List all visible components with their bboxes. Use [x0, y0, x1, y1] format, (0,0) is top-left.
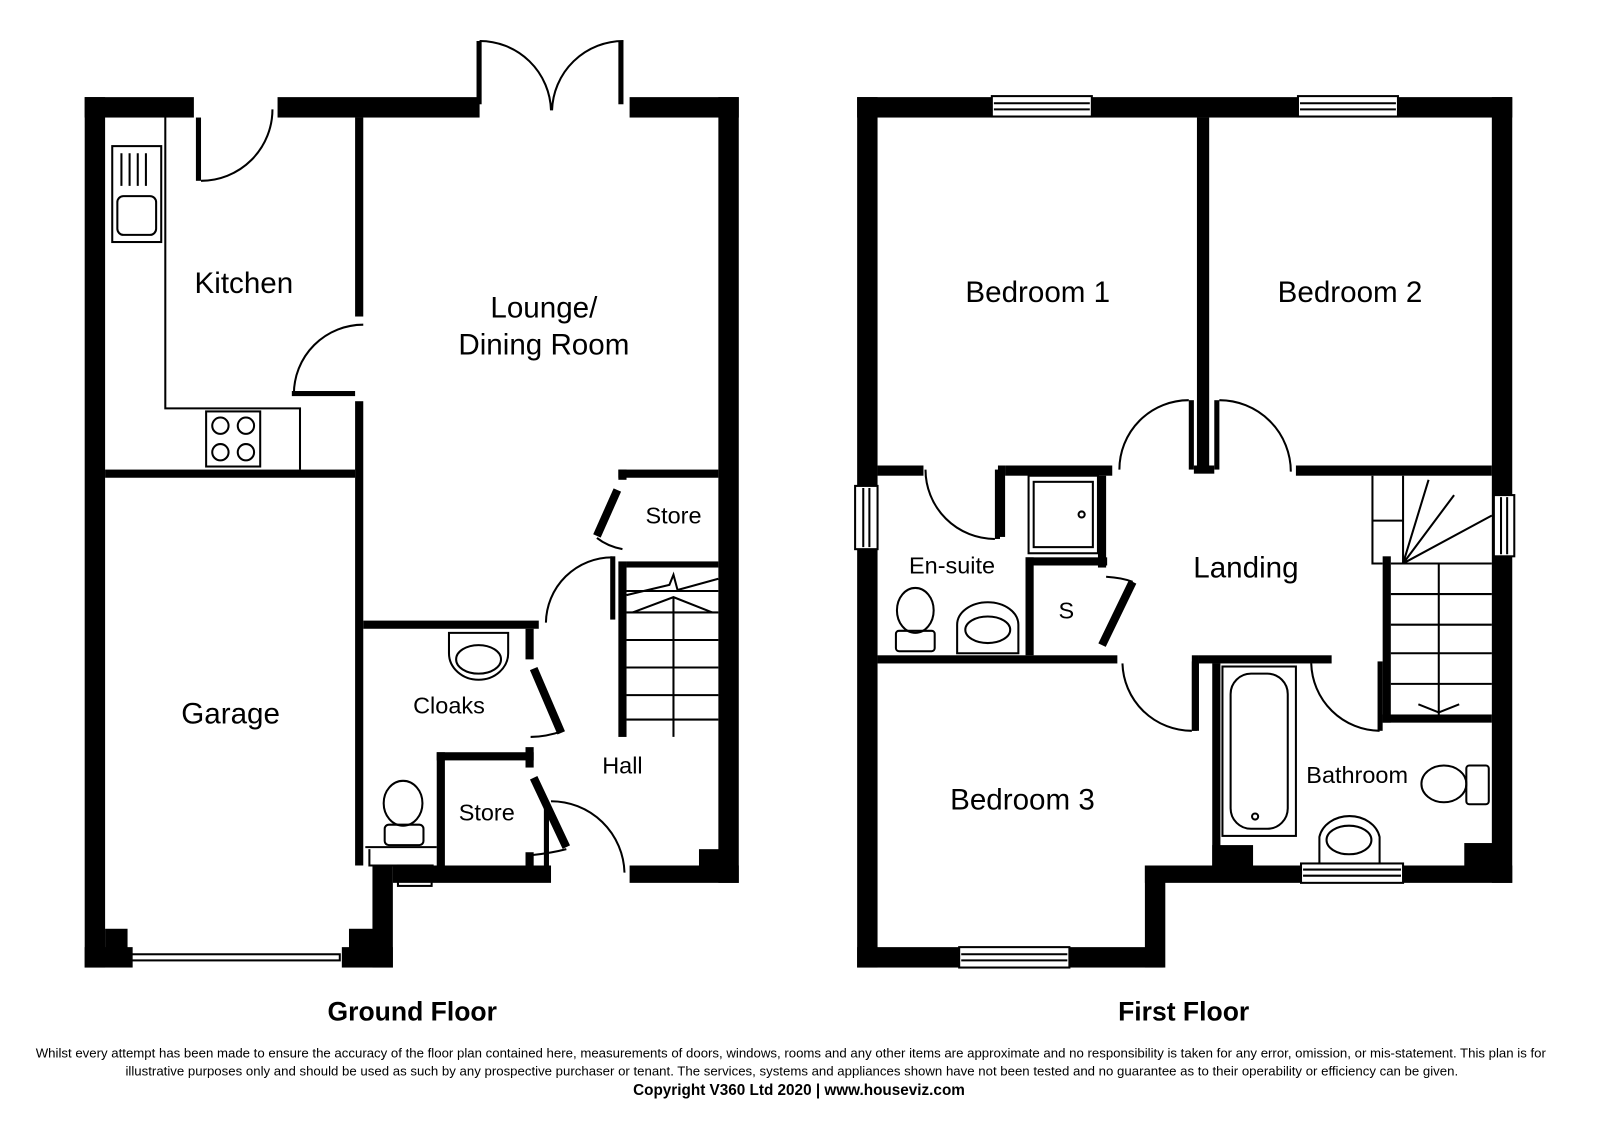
room-label-storage: S: [1058, 598, 1074, 624]
staircase: [1371, 475, 1493, 715]
first-floor-title: First Floor: [1118, 997, 1249, 1027]
room-label-garage: Garage: [181, 698, 280, 731]
external-walls: [857, 97, 1513, 968]
sink-icon: [111, 145, 163, 244]
room-label-landing: Landing: [1193, 552, 1298, 585]
room-label-hall: Hall: [602, 753, 642, 779]
room-label-kitchen: Kitchen: [195, 267, 294, 300]
first-floor-plan: Bedroom 1 Bedroom 2 Bedroom 3 En-suite L…: [854, 95, 1516, 1027]
ensuite-fittings: [894, 474, 1099, 655]
internal-walls: [105, 117, 719, 866]
disclaimer-line1: Whilst every attempt has been made to en…: [36, 1045, 1547, 1060]
staircase: [626, 571, 719, 737]
basin-icon: [1318, 815, 1381, 865]
room-label-ensuite: En-suite: [909, 553, 995, 579]
room-label-bedroom3: Bedroom 3: [950, 783, 1095, 816]
windows: [854, 95, 1516, 969]
room-label-bedroom2: Bedroom 2: [1278, 276, 1423, 309]
bathroom-fittings: [1221, 665, 1490, 865]
external-walls: [84, 97, 739, 968]
copyright: Copyright V360 Ltd 2020 | www.houseviz.c…: [633, 1082, 965, 1099]
room-label-store-lower: Store: [459, 800, 515, 826]
hob-icon: [205, 410, 262, 468]
room-label-bedroom1: Bedroom 1: [965, 276, 1110, 309]
toilet-icon: [1420, 764, 1468, 804]
bath-icon: [1221, 665, 1297, 837]
basin-icon: [447, 631, 510, 681]
toilet-icon: [895, 586, 935, 634]
ground-floor-title: Ground Floor: [328, 997, 497, 1027]
footer: Whilst every attempt has been made to en…: [36, 1045, 1547, 1099]
shower-icon: [1027, 474, 1099, 555]
doors: [195, 39, 626, 873]
doors: [924, 399, 1383, 732]
room-label-store-upper: Store: [645, 503, 701, 529]
cloaks-fittings: [129, 631, 510, 962]
internal-walls: [877, 117, 1492, 866]
room-label-cloaks: Cloaks: [413, 692, 485, 718]
toilet-icon: [382, 779, 424, 827]
ground-floor-plan: Kitchen Lounge/ Dining Room Garage Cloak…: [84, 39, 739, 1027]
room-label-lounge-line2: Dining Room: [458, 328, 629, 361]
disclaimer-line2: illustrative purposes only and should be…: [126, 1064, 1459, 1079]
room-label-lounge-line1: Lounge/: [490, 292, 598, 325]
room-label-bathroom: Bathroom: [1306, 762, 1408, 788]
kitchen-fittings: [111, 117, 302, 470]
basin-icon: [956, 601, 1020, 655]
